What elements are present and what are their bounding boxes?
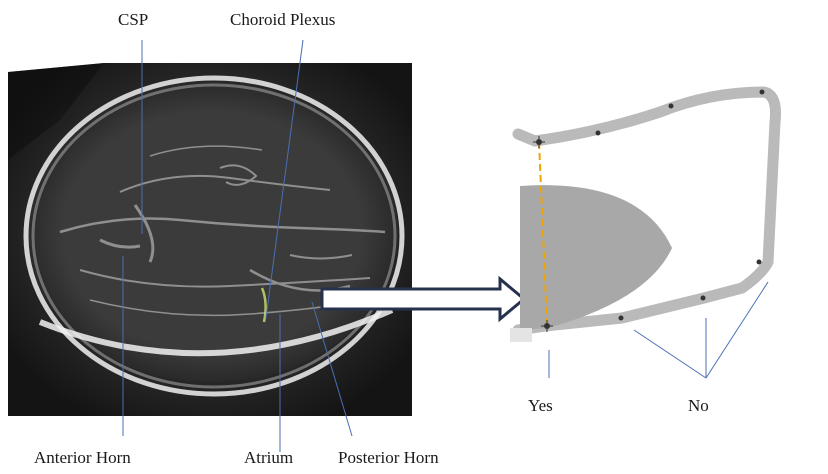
label-choroid-plexus: Choroid Plexus — [230, 10, 335, 30]
landmark-point — [701, 296, 706, 301]
ultrasound-image — [8, 63, 412, 416]
label-atrium: Atrium — [244, 448, 293, 468]
landmark-point — [619, 316, 624, 321]
label-no: No — [688, 396, 709, 416]
landmark-point — [669, 104, 674, 109]
label-posterior-horn: Posterior Horn — [338, 448, 439, 468]
label-csp: CSP — [118, 10, 148, 30]
label-yes: Yes — [528, 396, 553, 416]
label-anterior-horn: Anterior Horn — [34, 448, 131, 468]
landmark-point — [760, 90, 765, 95]
ventricle-schematic — [510, 90, 776, 379]
landmark-point — [757, 260, 762, 265]
landmark-point — [596, 131, 601, 136]
